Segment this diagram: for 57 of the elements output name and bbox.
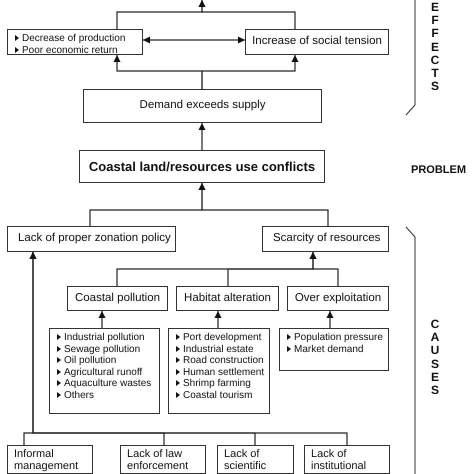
process-box	[67, 286, 168, 311]
arrow	[143, 36, 245, 44]
process-box	[79, 150, 325, 183]
list-item: Shrimp farming	[183, 378, 251, 390]
list-item: Poor economic return	[22, 44, 118, 56]
process-box	[120, 445, 206, 474]
list-item: Sewage pollution	[64, 344, 140, 356]
list-box	[168, 328, 270, 414]
section-label: PROBLEM	[411, 163, 466, 178]
list-box	[279, 328, 389, 371]
box-label: Coastal land/resources use conflicts	[88, 158, 316, 176]
process-box	[176, 286, 279, 311]
list-item: Human settlement	[183, 366, 264, 378]
list-item: Aquaculture wastes	[64, 378, 152, 390]
box-label: Over exploitation	[294, 290, 382, 306]
process-box	[217, 445, 294, 474]
box-label: Increase of social tension	[252, 34, 382, 50]
box-label: Lack of proper zonation policy	[18, 231, 171, 246]
arrow	[201, 55, 298, 89]
arrow	[198, 0, 296, 29]
list-item: Population pressure	[294, 332, 383, 344]
arrow	[30, 252, 348, 445]
list-box	[49, 328, 160, 414]
process-box	[83, 89, 322, 123]
arrow	[98, 311, 106, 328]
list-item: Industrial pollution	[64, 332, 145, 344]
list-item: Road construction	[183, 355, 264, 367]
list-item: Port development	[183, 332, 262, 344]
list-item: Industrial estate	[183, 344, 254, 356]
list-item: Market demand	[294, 344, 364, 356]
process-box	[304, 445, 390, 474]
list-item: Agricultural runoff	[64, 366, 142, 378]
arrow	[310, 252, 339, 286]
list-item: Others	[64, 390, 94, 402]
box-label: Demand exceeds supply	[140, 98, 266, 114]
arrow	[214, 311, 222, 328]
arrow	[198, 123, 206, 150]
arrow	[326, 311, 334, 328]
section-label: EFFECTS	[430, 1, 440, 94]
list-item: Decrease of production	[22, 33, 126, 45]
arrow	[198, 183, 329, 226]
list-item: Oil pollution	[64, 355, 116, 367]
process-box	[245, 29, 389, 55]
box-label: Scarcity of resources	[273, 231, 380, 246]
process-box	[287, 286, 389, 311]
box-label: Lack of institutional	[311, 448, 368, 472]
list-item: Coastal tourism	[183, 390, 252, 402]
box-label: Lack of scientific	[224, 448, 268, 472]
process-box	[7, 226, 176, 252]
list-box	[7, 29, 143, 55]
box-label: Lack of law enforcement	[127, 448, 190, 472]
box-label: Habitat alteration	[184, 290, 271, 306]
process-box	[7, 445, 93, 474]
box-label: Informal management	[14, 448, 80, 472]
section-label: CAUSES	[430, 318, 440, 398]
process-box	[262, 226, 389, 252]
box-label: Coastal pollution	[74, 290, 160, 306]
